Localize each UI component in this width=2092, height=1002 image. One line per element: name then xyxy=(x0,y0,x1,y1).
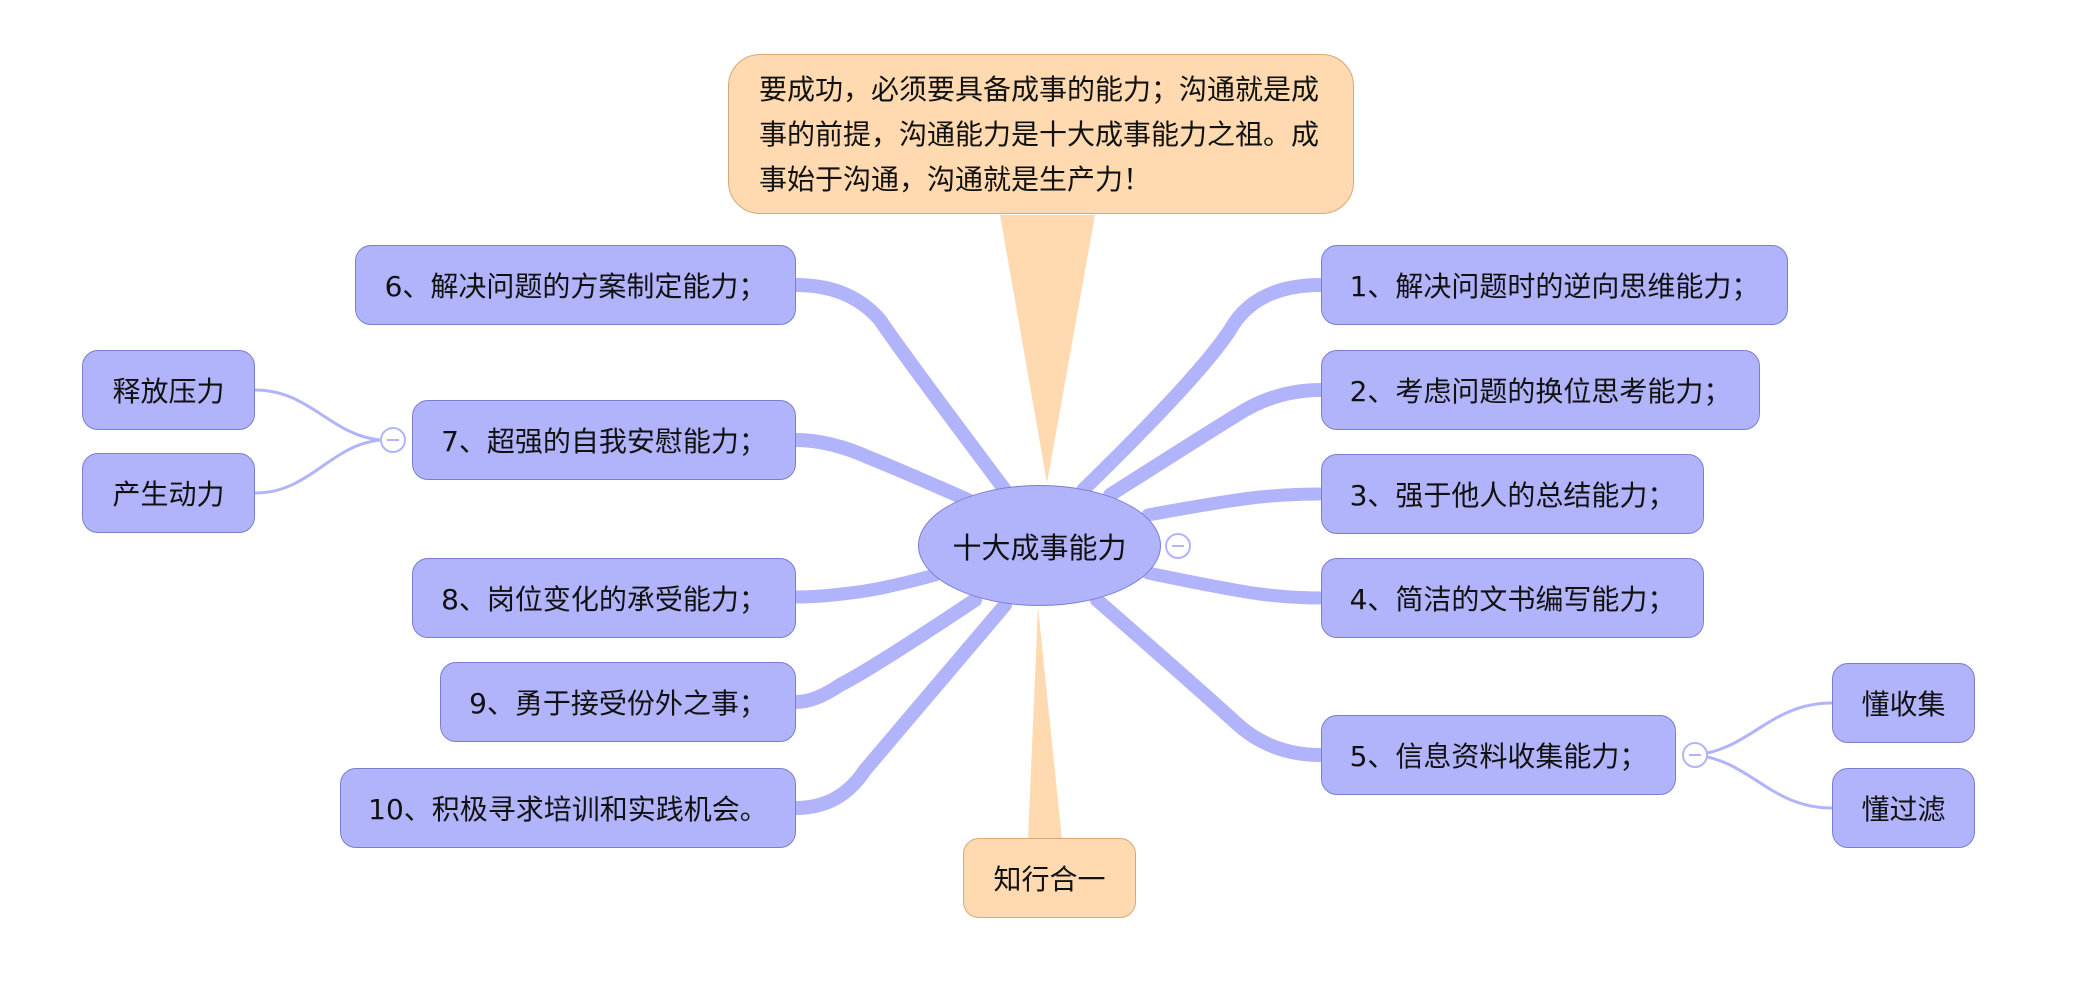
branch-topic-7[interactable]: 7、超强的自我安慰能力； xyxy=(412,400,796,480)
branch-topic-10[interactable]: 10、积极寻求培训和实践机会。 xyxy=(340,768,796,848)
summary-pointer xyxy=(1028,607,1062,840)
branch-topic-2-label: 2、考虑问题的换位思考能力； xyxy=(1349,375,1732,408)
connector-sub-shifang xyxy=(254,388,381,442)
subtopic-dong-guolv[interactable]: 懂过滤 xyxy=(1832,768,1975,848)
callout-pointer xyxy=(1000,215,1095,483)
subtopic-chansheng-dongli-label: 产生动力 xyxy=(112,478,225,511)
connector-branch-3 xyxy=(1141,487,1328,522)
branch-topic-8-label: 8、岗位变化的承受能力； xyxy=(441,583,767,616)
branch-topic-1[interactable]: 1、解决问题时的逆向思维能力； xyxy=(1321,245,1788,325)
subtopic-shifang-yali[interactable]: 释放压力 xyxy=(82,350,255,430)
branch-topic-9[interactable]: 9、勇于接受份外之事； xyxy=(440,662,796,742)
branch-topic-3-label: 3、强于他人的总结能力； xyxy=(1349,479,1676,512)
collapse-branch-7-toggle[interactable] xyxy=(380,427,406,453)
subtopic-dong-shouji[interactable]: 懂收集 xyxy=(1832,663,1975,743)
connector-branch-7 xyxy=(789,433,975,507)
summary-topic-label: 知行合一 xyxy=(993,863,1106,896)
branch-topic-10-label: 10、积极寻求培训和实践机会。 xyxy=(368,793,768,826)
branch-topic-7-label: 7、超强的自我安慰能力； xyxy=(441,425,767,458)
connector-branch-5 xyxy=(1090,593,1328,762)
connector-sub-dongli xyxy=(254,438,381,495)
connector-sub-guolv xyxy=(1694,753,1833,810)
central-topic[interactable]: 十大成事能力 xyxy=(918,485,1161,606)
connector-branch-6 xyxy=(789,278,1012,497)
branch-topic-9-label: 9、勇于接受份外之事； xyxy=(469,687,767,720)
branch-topic-5-label: 5、信息资料收集能力； xyxy=(1349,740,1648,773)
connector-branch-8 xyxy=(789,568,942,604)
subtopic-shifang-yali-label: 释放压力 xyxy=(112,375,225,408)
branch-topic-2[interactable]: 2、考虑问题的换位思考能力； xyxy=(1321,350,1760,430)
connector-branch-1 xyxy=(1076,278,1328,497)
branch-topic-5[interactable]: 5、信息资料收集能力； xyxy=(1321,715,1676,795)
branch-topic-6[interactable]: 6、解决问题的方案制定能力； xyxy=(355,245,796,325)
connector-branch-2 xyxy=(1103,383,1328,502)
branch-topic-3[interactable]: 3、强于他人的总结能力； xyxy=(1321,454,1704,534)
branch-topic-1-label: 1、解决问题时的逆向思维能力； xyxy=(1349,270,1760,303)
connector-branch-4 xyxy=(1141,566,1328,605)
branch-topic-8[interactable]: 8、岗位变化的承受能力； xyxy=(412,558,796,638)
callout-note[interactable]: 要成功，必须要具备成事的能力；沟通就是成事的前提，沟通能力是十大成事能力之祖。成… xyxy=(728,54,1354,214)
branch-topic-4-label: 4、简洁的文书编写能力； xyxy=(1349,583,1676,616)
branch-topic-6-label: 6、解决问题的方案制定能力； xyxy=(384,270,767,303)
connector-branch-9 xyxy=(789,593,982,709)
central-topic-label: 十大成事能力 xyxy=(952,530,1127,565)
callout-text: 要成功，必须要具备成事的能力；沟通就是成事的前提，沟通能力是十大成事能力之祖。成… xyxy=(759,72,1320,196)
subtopic-dong-guolv-label: 懂过滤 xyxy=(1861,793,1946,826)
branch-topic-4[interactable]: 4、简洁的文书编写能力； xyxy=(1321,558,1704,638)
subtopic-chansheng-dongli[interactable]: 产生动力 xyxy=(82,453,255,533)
collapse-root-toggle[interactable] xyxy=(1165,533,1191,559)
connector-branch-10 xyxy=(789,598,1012,815)
collapse-branch-5-toggle[interactable] xyxy=(1682,742,1708,768)
subtopic-dong-shouji-label: 懂收集 xyxy=(1861,688,1946,721)
summary-topic[interactable]: 知行合一 xyxy=(963,838,1136,918)
connector-sub-shouji xyxy=(1694,701,1833,757)
